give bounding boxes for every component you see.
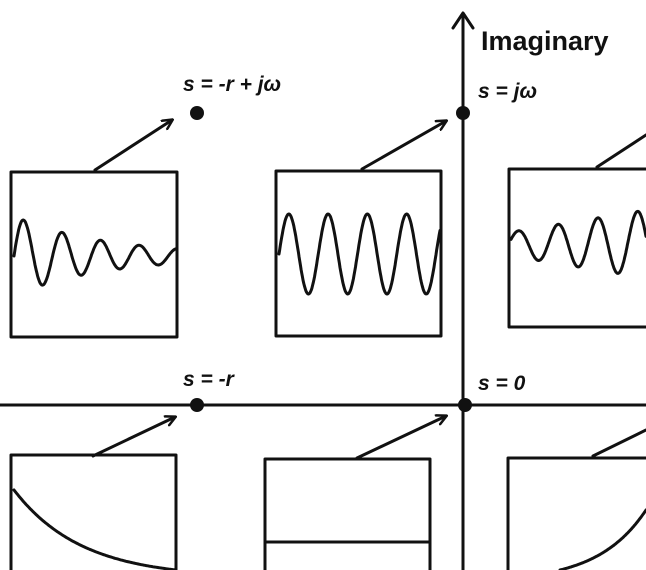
exponential-growth-curve [558,508,646,570]
point-marker-icon [190,398,204,412]
arrow-icon [595,133,646,169]
response-box-sustained-oscillation [274,169,443,338]
exponential-decay-curve [12,488,178,570]
response-box-exponential-growth [506,456,646,570]
point-label-origin: s = 0 [478,372,526,395]
arrow-icon [591,428,646,458]
point-label-top-left: s = -r + jω [183,73,281,96]
arrow-icon [360,121,446,171]
arrow-icon [355,416,446,460]
point-marker-icon [456,106,470,120]
growing-oscillation-curve [509,209,646,275]
point-label-real-left: s = -r [183,368,236,391]
decaying-oscillation-curve [12,218,178,287]
sustained-oscillation-curve [277,212,442,296]
arrow-icon [93,120,172,172]
imaginary-axis-label: Imaginary [481,26,609,56]
response-box-decaying-oscillation [9,170,179,339]
point-marker-icon [458,398,472,412]
response-box-growing-oscillation [507,167,646,329]
point-marker-icon [190,106,204,120]
response-box-exponential-decay [9,453,178,570]
point-label-top-axis: s = jω [478,80,537,103]
response-box-constant [263,457,432,570]
arrow-icon [91,417,175,458]
imaginary-axis-arrow-icon [451,11,475,30]
